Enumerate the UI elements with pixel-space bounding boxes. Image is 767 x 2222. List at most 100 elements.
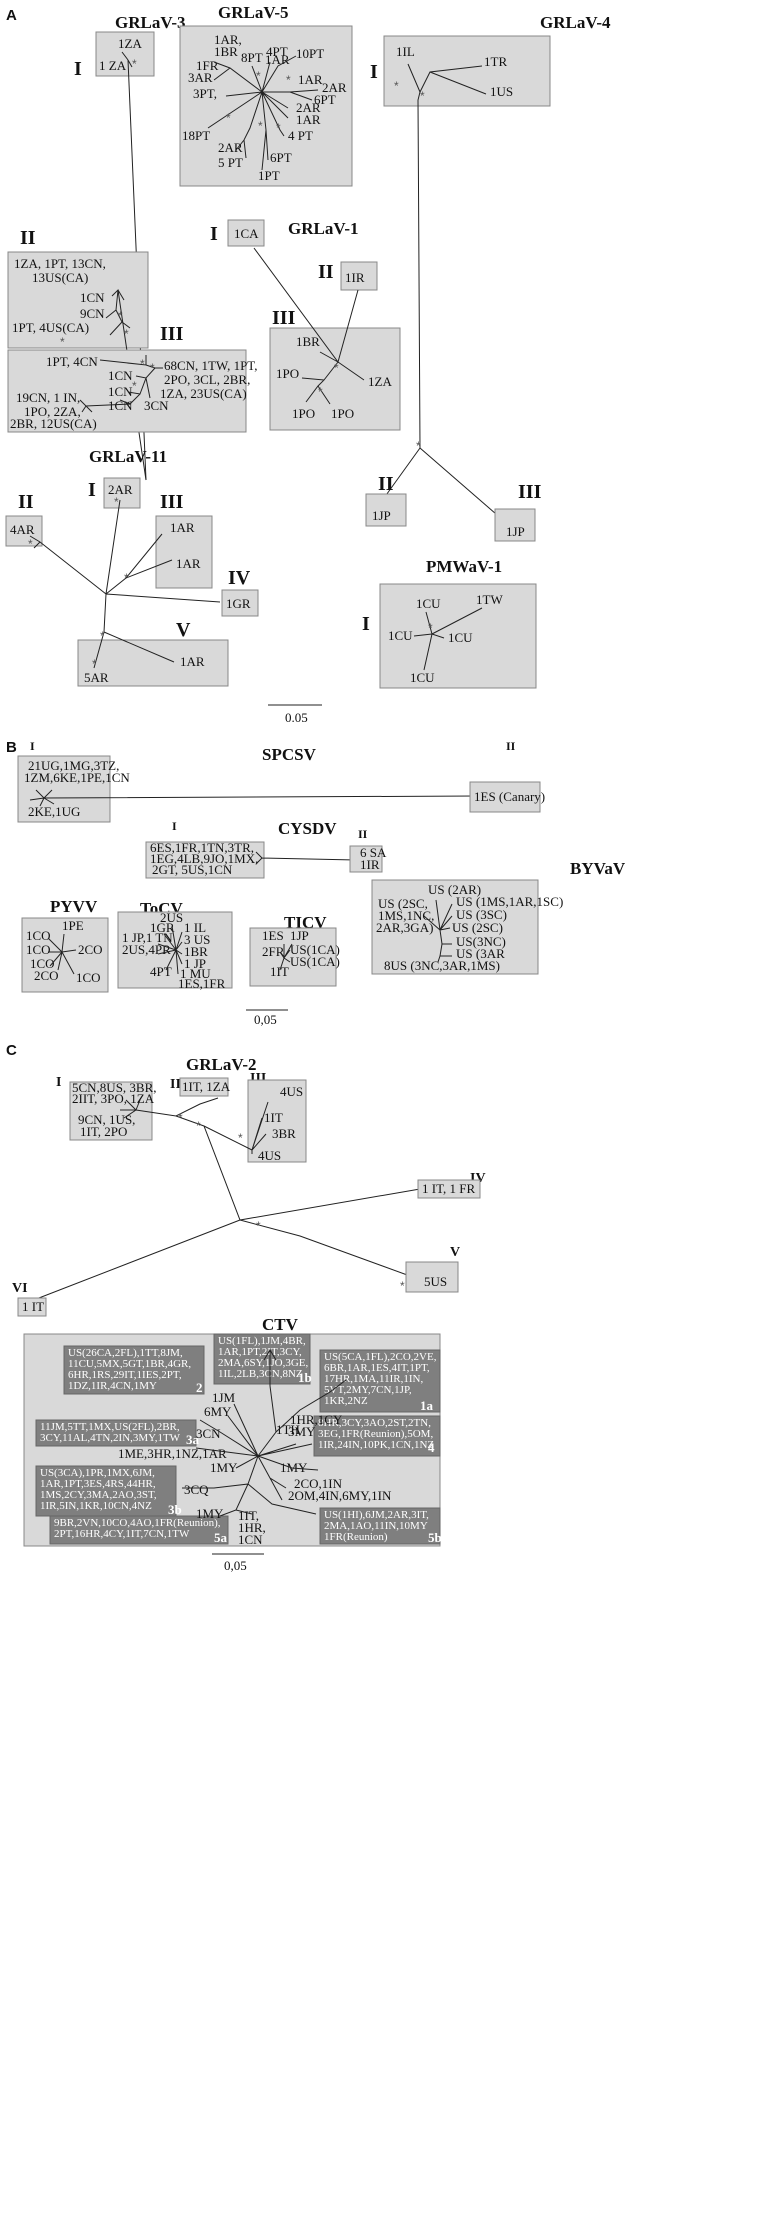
panel-label-c: C: [6, 1042, 17, 1059]
grlav3-leaf-10: 1CN: [108, 384, 133, 399]
grlav11-clade-v-label: V: [176, 619, 191, 641]
grlav5-leaf-17: 6PT: [270, 150, 292, 165]
ctv-group-2-box: [63, 1345, 205, 1395]
grlav4-clade-iii-box: [494, 508, 536, 542]
bootstrap-star: *: [178, 1111, 183, 1125]
grlav5-leaf-6: 4PT: [266, 44, 288, 59]
spcsv-title: SPCSV: [262, 745, 317, 764]
grlav11-leaf-4: 1AR: [176, 556, 201, 571]
ctv-group-3b-box: [35, 1465, 177, 1517]
spcsv-leaf-2: 2KE,1UG: [28, 804, 80, 819]
pyvv-leaf-1: 1PE: [62, 918, 84, 933]
ctv-group-1a-text: US(5CA,1FL),2CO,2VE,6BR,1AR,1ES,4IT,1PT,…: [324, 1351, 437, 1407]
grlav3-leaf-9b: 2PO, 3CL, 2BR,: [164, 372, 250, 387]
bootstrap-star: *: [196, 1119, 201, 1133]
bootstrap-star: *: [420, 89, 425, 103]
grlav2-clade-ii-box: [179, 1077, 229, 1097]
ctv-title: CTV: [262, 1315, 299, 1334]
grlav11-branches: [29, 499, 221, 669]
ctv-group-line: US(26CA,2FL),1TT,8JM,: [68, 1347, 183, 1359]
grlav3-leaf-1: 1ZA: [118, 36, 142, 51]
grlav1-leaf-6: 1PO: [292, 406, 315, 421]
bootstrap-star: *: [92, 657, 97, 671]
byvav-leaf-2b: 1MS,1NC,: [378, 908, 434, 923]
grlav1-leaf-7: 1PO: [331, 406, 354, 421]
grlav3-leaf-7: 1PT, 4CN: [46, 354, 98, 369]
ticv-leaf-2: 1JP: [290, 928, 309, 943]
grlav5-leaf-6b: 1AR: [265, 52, 290, 67]
grlav5-leaf-14: 4 PT: [288, 128, 313, 143]
grlav3-leaf-9: 68CN, 1TW, 1PT,: [164, 358, 258, 373]
grlav11-leaf-2: 4AR: [10, 522, 35, 537]
ctv-group-line: 1IR,5IN,1KR,10CN,4NZ: [40, 1500, 152, 1512]
ctv-group-4-tag: 4: [428, 1440, 435, 1455]
grlav3-title: GRLaV-3: [115, 13, 186, 32]
grlav11-clade-iv-box: [221, 589, 259, 617]
grlav5-leaf-10: 6PT: [314, 92, 336, 107]
grlav3-clade-iii-label: III: [160, 323, 184, 345]
grlav2-leaf-1b: 2IIT, 3PO, 1ZA: [72, 1091, 155, 1106]
ctv-group-line: US(5CA,1FL),2CO,2VE,: [324, 1351, 437, 1363]
pyvv-leaf-3: 1CO: [26, 942, 51, 957]
grlav2-leaf-1: 5CN,8US, 3BR,: [72, 1080, 157, 1095]
grlav3-leaf-13: 19CN, 1 IN,: [16, 390, 80, 405]
grlav11-clade-i-box: [103, 477, 141, 509]
ctv-group-line: 1AR,1PT,3ES,4RS,44HR,: [40, 1478, 156, 1490]
ticv-leaf-1: 1ES: [262, 928, 284, 943]
grlav5-leaf-5: 8PT: [241, 50, 263, 65]
pmwav1-leaf-2: 1TW: [476, 592, 503, 607]
grlav3-clade-ii-label: II: [20, 227, 36, 249]
bootstrap-star: *: [28, 537, 33, 551]
ctv-group-1b-tag: 1b: [298, 1370, 312, 1385]
grlav5-leaf-11: 2AR: [296, 100, 321, 115]
pmwav1-leaf-4: 1CU: [448, 630, 473, 645]
ctv-leaf-7: 3MY: [288, 1424, 316, 1439]
grlav2-leaf-5: 1IT: [264, 1110, 283, 1125]
bootstrap-star: *: [150, 361, 155, 375]
grlav4-branches-i: [407, 63, 487, 449]
byvav-leaf-2: US (2SC,: [378, 896, 428, 911]
grlav5-leaf-4: 3PT,: [193, 86, 217, 101]
panel-label-a: A: [6, 7, 17, 24]
ctv-leaf-13: 1MY: [196, 1506, 224, 1521]
bootstrap-star: *: [394, 79, 399, 93]
ctv-group-4-box: [313, 1415, 441, 1457]
grlav11-title: GRLaV-11: [89, 447, 167, 466]
ctv-group-1b-box: [213, 1333, 311, 1385]
grlav3-leaf-3b: 13US(CA): [32, 270, 88, 285]
pyvv-leaf-4: 2CO: [78, 942, 103, 957]
tocv-leaf-5: 1BR: [184, 944, 208, 959]
grlav3-leaf-11: 1CN: [108, 398, 133, 413]
pyvv-leaf-5: 1CO: [30, 956, 55, 971]
grlav11-clade-v-box: [77, 639, 229, 687]
grlav5-leaf-1b: 1BR: [214, 44, 238, 59]
bootstrap-star: *: [286, 73, 291, 87]
byvav-leaf-2c: 2AR,3GA): [376, 920, 433, 935]
tocv-leaf-3: 1 IL: [184, 920, 206, 935]
ticv-leaf-3: 2FR: [262, 944, 285, 959]
grlav3-leaf-9c: 1ZA, 23US(CA): [160, 386, 247, 401]
grlav5-branches: [207, 55, 319, 171]
bootstrap-star: *: [132, 57, 137, 71]
byvav-leaf-5: US (2SC): [452, 920, 503, 935]
ctv-leaf-14c: 1CN: [238, 1532, 263, 1547]
grlav2-leaf-6: 3BR: [272, 1126, 296, 1141]
grlav4-clade-ii-box: [365, 493, 407, 527]
grlav2-title: GRLaV-2: [186, 1055, 257, 1074]
bootstrap-star: *: [258, 119, 263, 133]
cysdv-branches: [255, 851, 357, 865]
cysdv-leaf-1: 6ES,1FR,1TN,3TR,: [150, 840, 254, 855]
cysdv-clade-i-box: [145, 841, 265, 879]
grlav3-leaf-5: 9CN: [80, 306, 105, 321]
spcsv-leaf-1b: 1ZM,6KE,1PE,1CN: [24, 770, 130, 785]
ctv-group-line: 1AR,1PT,2IT,3CY,: [218, 1346, 302, 1358]
grlav1-clade-iii-label: III: [272, 307, 296, 329]
grlav2-branches: [25, 1097, 421, 1304]
bootstrap-star: *: [256, 1219, 261, 1233]
pmwav1-branches: [413, 607, 483, 671]
grlav4-clade-ii-label: II: [378, 473, 394, 495]
ctv-group-line: 3CY,11AL,4TN,2IN,3MY,1TW: [40, 1432, 181, 1444]
byvav-leaf-1: US (2AR): [428, 882, 481, 897]
grlav2-leaf-3: 1IT, 1ZA: [182, 1079, 231, 1094]
